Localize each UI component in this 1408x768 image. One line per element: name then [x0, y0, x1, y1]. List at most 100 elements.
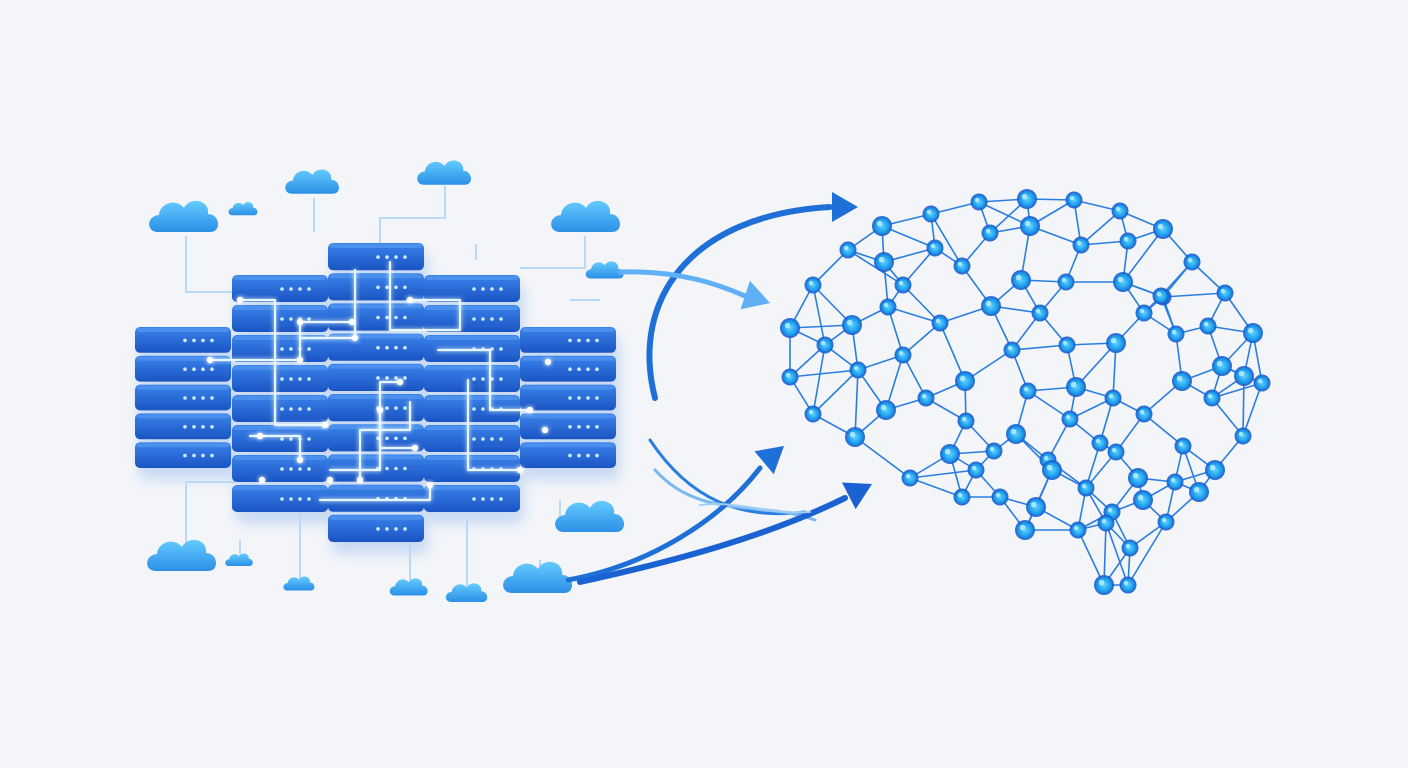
- network-edge: [1105, 522, 1129, 586]
- network-node: [1060, 338, 1074, 352]
- network-node-highlight: [853, 365, 859, 371]
- network-node: [1017, 522, 1033, 538]
- network-node-highlight: [971, 465, 977, 471]
- circuit-node: [321, 421, 329, 429]
- network-node: [1214, 358, 1230, 374]
- network-node-highlight: [846, 319, 853, 326]
- network-node-highlight: [1010, 428, 1017, 435]
- network-node-highlight: [1111, 447, 1117, 453]
- circuit-node: [351, 334, 359, 342]
- network-node: [1113, 204, 1127, 218]
- cloud-icon: [503, 561, 573, 593]
- flow-arrow-icon: [653, 468, 817, 522]
- network-node: [928, 241, 942, 255]
- circuit-trace: [328, 408, 382, 472]
- network-node: [1121, 234, 1135, 248]
- network-node-highlight: [1065, 414, 1071, 420]
- network-node-highlight: [1021, 193, 1028, 200]
- network-node: [1123, 541, 1137, 555]
- network-edge: [812, 344, 826, 415]
- network-node: [993, 490, 1007, 504]
- network-node-highlight: [1098, 579, 1105, 586]
- network-node: [1063, 412, 1077, 426]
- network-node-highlight: [1156, 291, 1162, 297]
- network-node: [1021, 384, 1035, 398]
- network-edge: [1211, 382, 1263, 399]
- circuit-node: [411, 444, 419, 452]
- network-node: [1099, 516, 1113, 530]
- circuit-trace: [466, 378, 522, 472]
- network-edge: [1077, 529, 1105, 586]
- network-node-highlight: [1247, 327, 1254, 334]
- network-node: [1008, 426, 1024, 442]
- network-node: [987, 444, 1001, 458]
- network-node-highlight: [1123, 580, 1129, 586]
- network-node: [844, 317, 860, 333]
- network-edge: [1122, 228, 1164, 283]
- network-edge: [1242, 375, 1245, 437]
- network-node-highlight: [1132, 472, 1139, 479]
- network-node: [1154, 289, 1168, 303]
- network-edge: [1162, 292, 1226, 298]
- network-node-highlight: [843, 245, 849, 251]
- network-node-highlight: [926, 209, 932, 215]
- network-node: [1245, 325, 1261, 341]
- network-node-highlight: [1108, 393, 1114, 399]
- network-node: [1115, 274, 1131, 290]
- network-node: [957, 373, 973, 389]
- arrow-head: [740, 280, 770, 310]
- circuit-node: [376, 406, 384, 414]
- network-node-highlight: [1046, 464, 1053, 471]
- network-node: [874, 218, 890, 234]
- network-node-highlight: [930, 243, 936, 249]
- cloud-icon: [555, 500, 625, 532]
- circuit-trace: [208, 320, 354, 362]
- network-node-highlight: [921, 393, 927, 399]
- cloud-icon: [149, 200, 219, 232]
- network-node: [1159, 515, 1173, 529]
- network-node-highlight: [1207, 393, 1213, 399]
- network-node: [933, 316, 947, 330]
- network-node-highlight: [898, 350, 904, 356]
- network-edge: [887, 306, 941, 324]
- network-node-highlight: [1157, 223, 1164, 230]
- network-node: [1019, 191, 1035, 207]
- server-rack-icon: [135, 327, 231, 468]
- network-edge: [1127, 521, 1167, 586]
- network-node: [1013, 272, 1029, 288]
- network-node: [1022, 218, 1038, 234]
- network-edge: [1103, 522, 1107, 586]
- network-node: [1236, 429, 1250, 443]
- network-node-highlight: [1081, 483, 1087, 489]
- network-node-highlight: [974, 197, 980, 203]
- cloud-icon: [585, 261, 624, 279]
- network-node: [983, 226, 997, 240]
- circuit-node: [258, 476, 266, 484]
- circuit-trace: [248, 434, 302, 462]
- network-node: [783, 370, 797, 384]
- network-node-highlight: [959, 375, 966, 382]
- network-node: [1137, 407, 1151, 421]
- network-node: [881, 300, 895, 314]
- network-node: [1079, 481, 1093, 495]
- circuit-node: [256, 432, 264, 440]
- cloud-icon: [389, 578, 428, 596]
- network-node: [1130, 470, 1146, 486]
- cloud-icon: [225, 553, 253, 566]
- network-node-highlight: [820, 340, 826, 346]
- network-node: [1059, 275, 1073, 289]
- circuit-node: [541, 426, 549, 434]
- network-node: [847, 429, 863, 445]
- network-node: [1033, 306, 1047, 320]
- network-node-highlight: [1073, 525, 1079, 531]
- network-edge: [1242, 382, 1263, 437]
- cloud-icon: [551, 200, 621, 232]
- network-node-highlight: [1161, 517, 1167, 523]
- network-node-highlight: [1117, 276, 1124, 283]
- network-node: [1068, 379, 1084, 395]
- network-node-highlight: [957, 492, 963, 498]
- network-node-highlight: [1062, 340, 1068, 346]
- network-node-highlight: [1070, 381, 1077, 388]
